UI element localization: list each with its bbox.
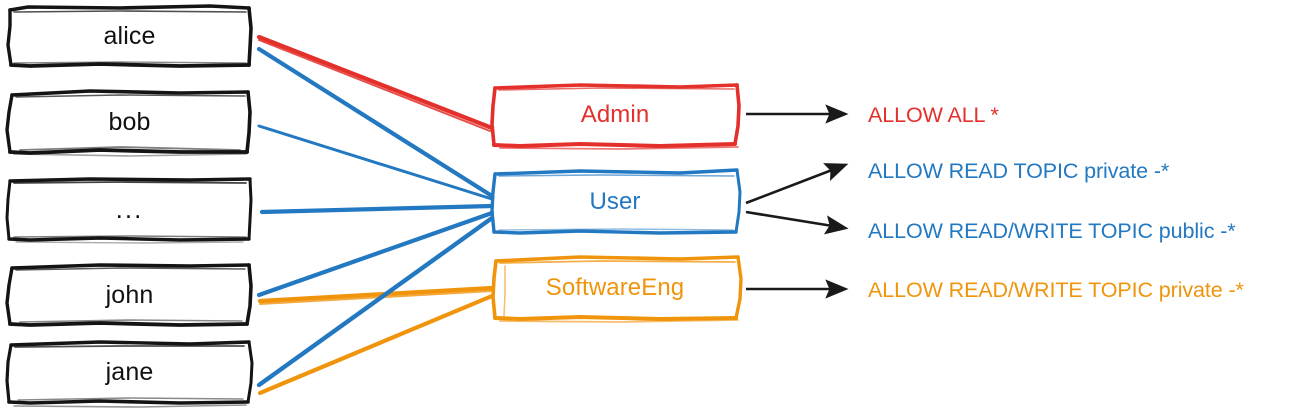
permission-label-allow-all: ALLOW ALL * [868, 103, 999, 127]
permission-label-readwrite-topic-private: ALLOW READ/WRITE TOPIC private -* [868, 278, 1244, 302]
arrow-user-to-read-topic-private [745, 163, 849, 205]
role-box-user[interactable] [490, 168, 742, 235]
user-box-bob[interactable] [5, 89, 252, 157]
edge-john-softwareeng [257, 285, 495, 305]
user-box-john[interactable] [5, 263, 253, 327]
role-box-admin[interactable] [490, 83, 741, 150]
permission-label-read-topic-private: ALLOW READ TOPIC private -* [868, 159, 1170, 183]
edge-john-user [256, 210, 495, 298]
user-box-alice[interactable] [6, 4, 253, 68]
role-box-softwareeng[interactable] [491, 255, 743, 323]
user-box-ellipsis[interactable] [5, 177, 253, 244]
edge-ellipsis-user [259, 203, 495, 215]
edge-jane-softwareeng [257, 293, 495, 396]
edge-alice-user [256, 46, 495, 199]
arrow-user-to-readwrite-topic-public [745, 210, 849, 235]
edge-jane-user [256, 215, 495, 388]
permission-label-readwrite-topic-public: ALLOW READ/WRITE TOPIC public -* [868, 219, 1236, 243]
user-box-jane[interactable] [5, 340, 254, 408]
edge-alice-admin [256, 34, 495, 132]
edge-bob-user [257, 124, 494, 201]
